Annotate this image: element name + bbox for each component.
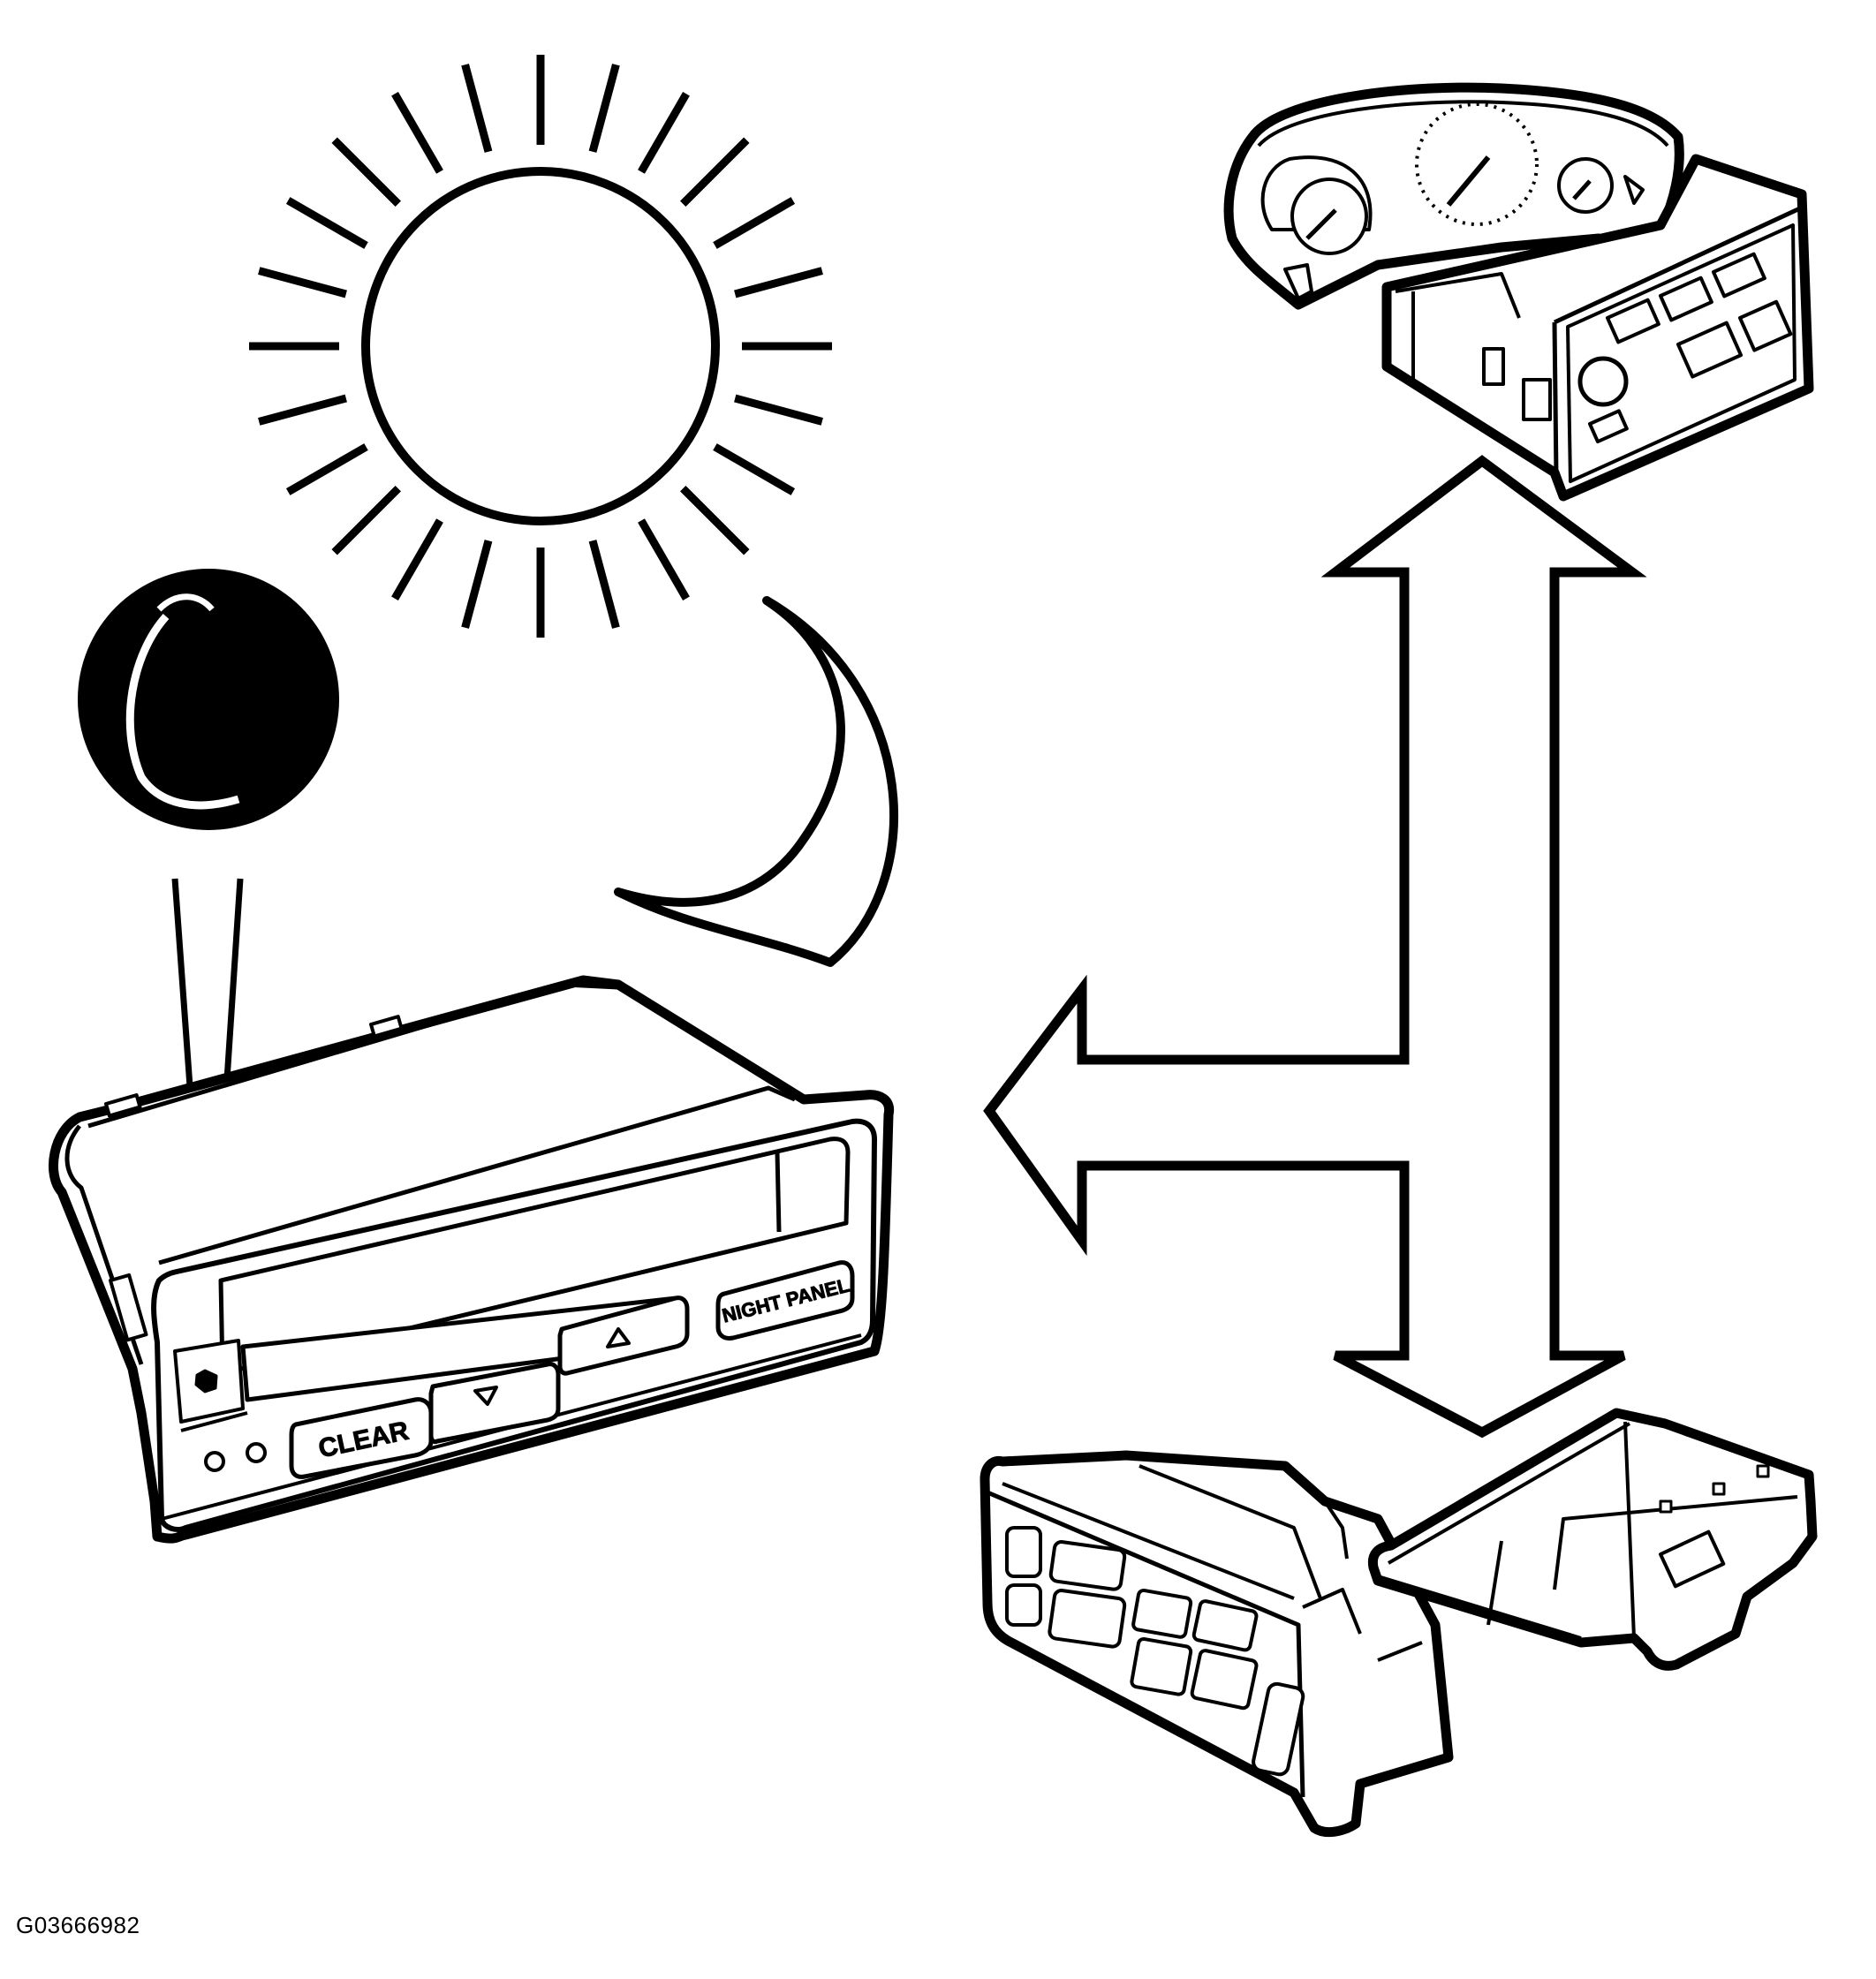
sun-ray — [734, 394, 823, 426]
gauge-center — [1415, 102, 1539, 226]
sun-rays — [249, 55, 832, 638]
light-sensor-icon — [78, 569, 339, 830]
sun-ray — [638, 518, 690, 601]
sun-icon — [249, 55, 832, 638]
sun-ray — [331, 137, 401, 207]
climate-control-unit — [980, 1450, 1454, 1838]
instrument-cluster — [1223, 82, 1684, 310]
sun-ray — [713, 443, 796, 495]
radio-knob — [1577, 356, 1629, 407]
down-triangle-icon — [473, 1386, 498, 1406]
sun-ray — [285, 443, 368, 495]
sun-ray — [258, 394, 347, 426]
sun-ray — [391, 91, 443, 174]
sensor-ball — [78, 569, 339, 830]
up-triangle-icon — [606, 1327, 631, 1348]
down-button[interactable] — [428, 1362, 561, 1444]
sun-ray — [285, 197, 368, 249]
figure-id-label: G03666982 — [16, 1912, 140, 1938]
display-unit: CLEAR NIGHT PANEL — [48, 975, 895, 1544]
sun-ray — [391, 518, 443, 601]
radio-unit — [1381, 154, 1814, 502]
sun-ray — [713, 197, 796, 249]
display-window-upper — [218, 1137, 851, 1376]
sensor-highlight-top — [156, 593, 215, 612]
sensor-window — [194, 1369, 218, 1394]
screw-left — [204, 1451, 225, 1472]
sun-ray — [588, 64, 620, 153]
sun-ray — [461, 540, 493, 629]
sun-ray — [680, 137, 750, 207]
bidirectional-arrow-connector — [983, 455, 1647, 1439]
sun-ray — [638, 91, 690, 174]
sun-ray — [258, 267, 347, 298]
sun-ray — [588, 540, 620, 629]
screw-right — [246, 1442, 267, 1463]
clear-button[interactable]: CLEAR — [289, 1397, 434, 1479]
up-button[interactable] — [557, 1295, 690, 1376]
sun-ray — [734, 267, 823, 298]
sun-ray — [680, 486, 750, 555]
control-module — [1367, 1408, 1818, 1671]
sensor-highlight — [125, 613, 240, 810]
sun-disc — [361, 167, 720, 525]
sun-ray — [331, 486, 401, 555]
sun-ray — [461, 64, 493, 153]
crescent-moon-icon — [614, 596, 898, 967]
